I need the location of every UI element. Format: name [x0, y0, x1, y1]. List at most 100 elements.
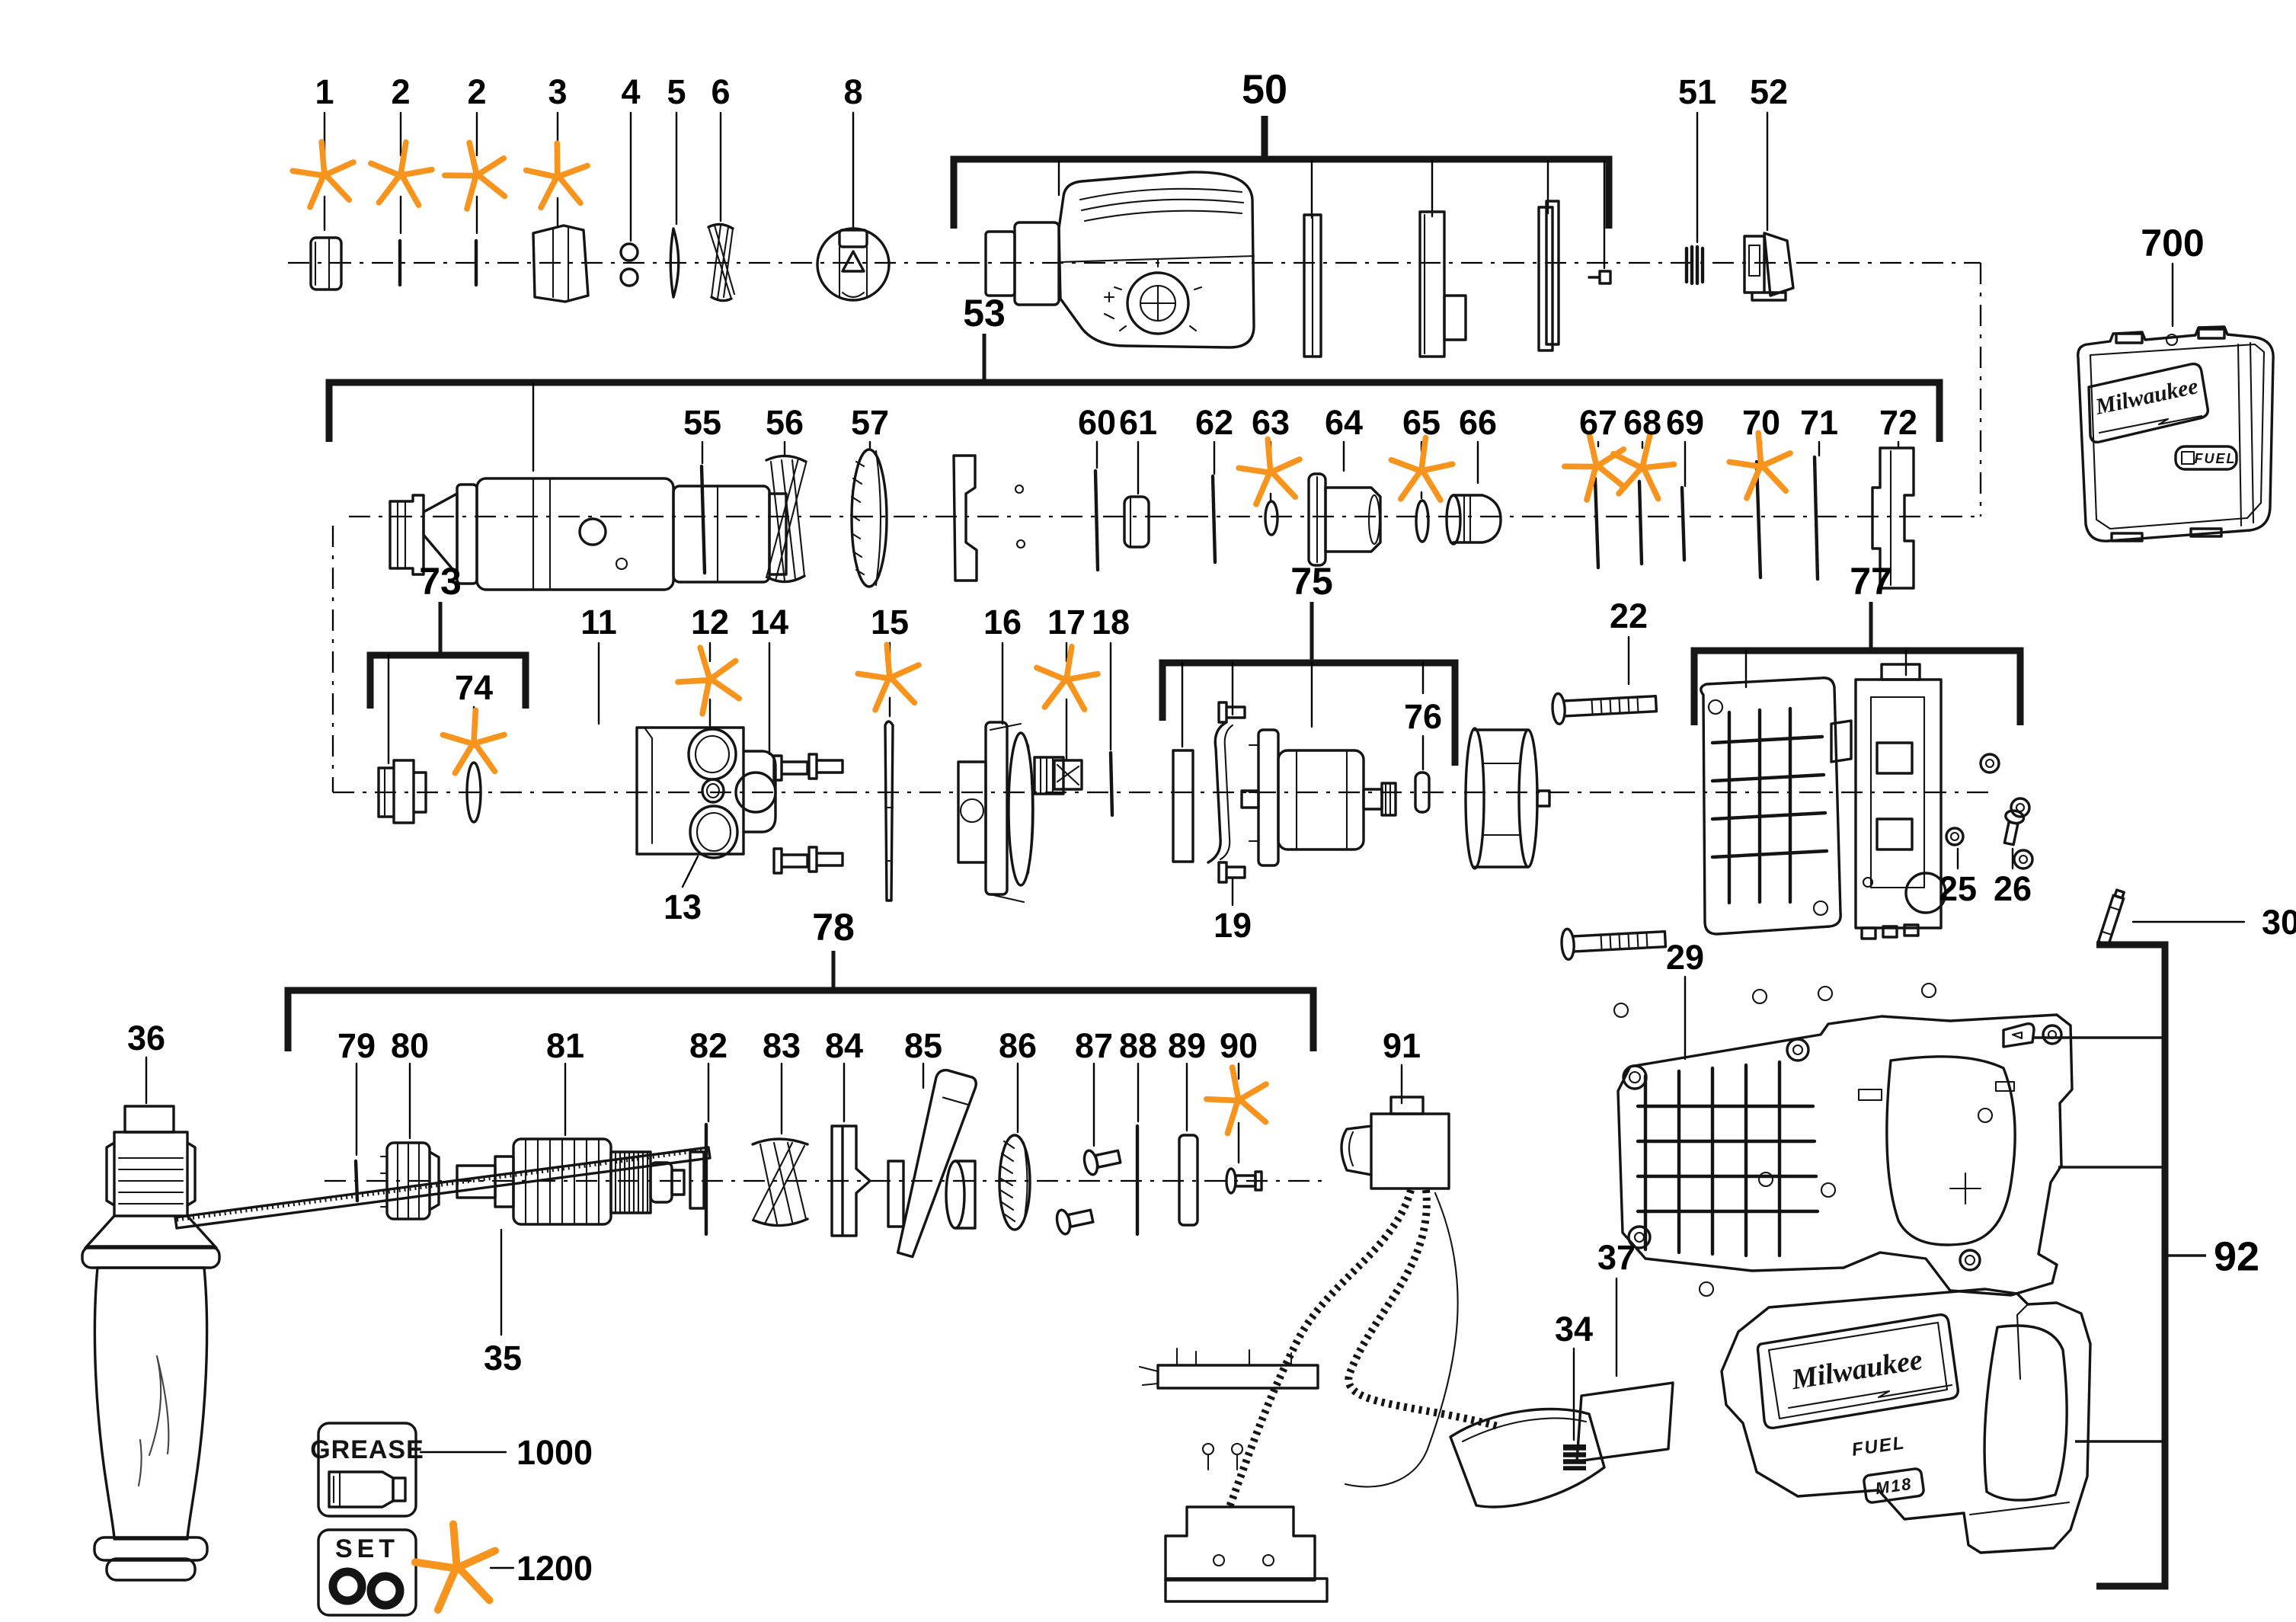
- part-label-12-32: 12: [691, 603, 729, 641]
- part-label-8-7: 8: [843, 72, 862, 111]
- part-53-spindle-assembly: [389, 477, 788, 591]
- consumable-star-marker-9: [438, 706, 507, 779]
- part-label-1200-68: 1200: [516, 1549, 593, 1588]
- part-69-pin: [1680, 485, 1687, 562]
- set-badge: SET: [317, 1528, 417, 1617]
- case-brand-logo: Milwaukee: [2093, 373, 2201, 420]
- part-61-sleeve: [1123, 495, 1150, 549]
- part-label-76-41: 76: [1404, 697, 1442, 736]
- part-label-73-29: 73: [419, 560, 462, 603]
- centerlines: [288, 261, 1990, 1182]
- grease-badge-label: GREASE: [310, 1435, 424, 1464]
- part-87-screws: [1055, 1149, 1122, 1236]
- part-label-89-59: 89: [1168, 1026, 1206, 1065]
- part-12-13-rings: [687, 728, 739, 859]
- group-leader-lines: [145, 111, 2246, 1569]
- consumable-star-marker-8: [1729, 433, 1790, 498]
- consumable-star-marker-0: [293, 142, 353, 206]
- consumable-star-marker-5: [1383, 432, 1457, 508]
- part-77-gearcase: [1700, 677, 1853, 936]
- part-label-26-45: 26: [1994, 869, 2032, 908]
- part-55-washer: [699, 464, 707, 575]
- stars-layer: [293, 135, 1790, 1610]
- consumable-star-marker-1: [362, 135, 436, 213]
- part-label-6-6: 6: [711, 72, 730, 111]
- consumable-star-marker-14: [415, 1524, 495, 1611]
- part-label-4-4: 4: [621, 72, 640, 111]
- part-66-ram: [1445, 494, 1502, 545]
- part-label-66-22: 66: [1459, 403, 1497, 442]
- part-label-78-48: 78: [812, 906, 855, 949]
- part-57-toothed-ring: [849, 448, 888, 588]
- consumable-star-marker-11: [858, 645, 919, 710]
- part-label-62-18: 62: [1195, 403, 1233, 442]
- part-4-balls: [619, 242, 639, 287]
- part-label-81-51: 81: [546, 1026, 584, 1065]
- part-label-30-47: 30: [2262, 903, 2296, 942]
- part-label-63-19: 63: [1252, 403, 1290, 442]
- part-82-plate-washer: [689, 1122, 708, 1236]
- part-86-helical-gear: [998, 1134, 1031, 1231]
- part-label-75-40: 75: [1290, 560, 1333, 603]
- part-71-pin: [1812, 455, 1820, 581]
- part-label-85-55: 85: [904, 1026, 942, 1065]
- part-68-washer: [1637, 479, 1644, 566]
- bracket-78: [284, 987, 1317, 1051]
- part-label-77-43: 77: [1850, 560, 1892, 603]
- part-16-gear-plate: [957, 721, 1065, 904]
- part-label-90-60: 90: [1220, 1026, 1258, 1065]
- part-84-flanged-sleeve: [830, 1125, 871, 1237]
- part-label-83-53: 83: [763, 1026, 801, 1065]
- part-label-22-42: 22: [1610, 597, 1648, 635]
- part-label-35-63: 35: [484, 1339, 522, 1377]
- part-25-grommet: [1945, 827, 1965, 846]
- part-80-clutch-nut: [379, 1141, 440, 1220]
- part-64-striker: [1307, 472, 1382, 567]
- set-badge-label: SET: [335, 1534, 399, 1563]
- consumable-star-marker-3: [523, 141, 589, 210]
- part-15-rod: [884, 720, 894, 902]
- part-label-56-14: 56: [766, 403, 804, 442]
- part-62-washer: [1210, 474, 1217, 565]
- drill-m18-logo: M18: [1874, 1474, 1914, 1499]
- part-22-screws: [1551, 692, 1668, 961]
- consumable-star-marker-2: [441, 138, 510, 211]
- part-83-spring: [751, 1137, 809, 1227]
- grease-badge: GREASE: [310, 1422, 424, 1518]
- housing-screw-bosses: [1613, 982, 1994, 1297]
- part-51-spring: [1684, 245, 1705, 286]
- part-37-nameplate: [1575, 1381, 1674, 1463]
- part-85-lever: [887, 1069, 977, 1259]
- part-60-shim: [1093, 469, 1100, 572]
- part-label-72-28: 72: [1879, 403, 1917, 442]
- part-label-84-54: 84: [825, 1026, 863, 1065]
- part-19-link-screws: [1172, 701, 1246, 884]
- part-18-pin: [1108, 750, 1114, 817]
- part-1-cap: [309, 236, 343, 291]
- part-75-rotor-fan: [1464, 727, 1551, 870]
- part-label-74-30: 74: [455, 668, 493, 707]
- part-label-13-33: 13: [664, 888, 702, 926]
- part-6-spring: [707, 222, 736, 302]
- part-label-25-44: 25: [1939, 869, 1977, 908]
- part-74-oring: [465, 761, 482, 824]
- part-67-washer: [1593, 476, 1600, 570]
- part-77-electronics-module: [1854, 663, 1947, 940]
- part-30-bit: [2096, 888, 2125, 946]
- bracket-53: [325, 379, 1943, 442]
- part-label-5-5: 5: [667, 72, 686, 111]
- part-77-grommets: [1979, 753, 2034, 870]
- part-26-screw: [2003, 809, 2026, 846]
- part-label-2-2: 2: [467, 72, 486, 111]
- part-17-nut: [1053, 759, 1083, 791]
- part-label-1000-67: 1000: [516, 1433, 593, 1472]
- part-label-71-27: 71: [1800, 403, 1838, 442]
- part-label-86-56: 86: [999, 1026, 1037, 1065]
- part-92-drill-housing: Milwaukee FUEL M18: [1720, 1288, 2092, 1554]
- part-50-gear-housing: [984, 171, 1255, 349]
- part-65-oring: [1415, 499, 1430, 543]
- case-fuel-logo: FUEL: [2195, 451, 2237, 466]
- part-label-79-49: 79: [337, 1026, 376, 1065]
- part-35-depth-rod: [174, 1146, 712, 1230]
- part-label-700-11: 700: [2141, 222, 2204, 264]
